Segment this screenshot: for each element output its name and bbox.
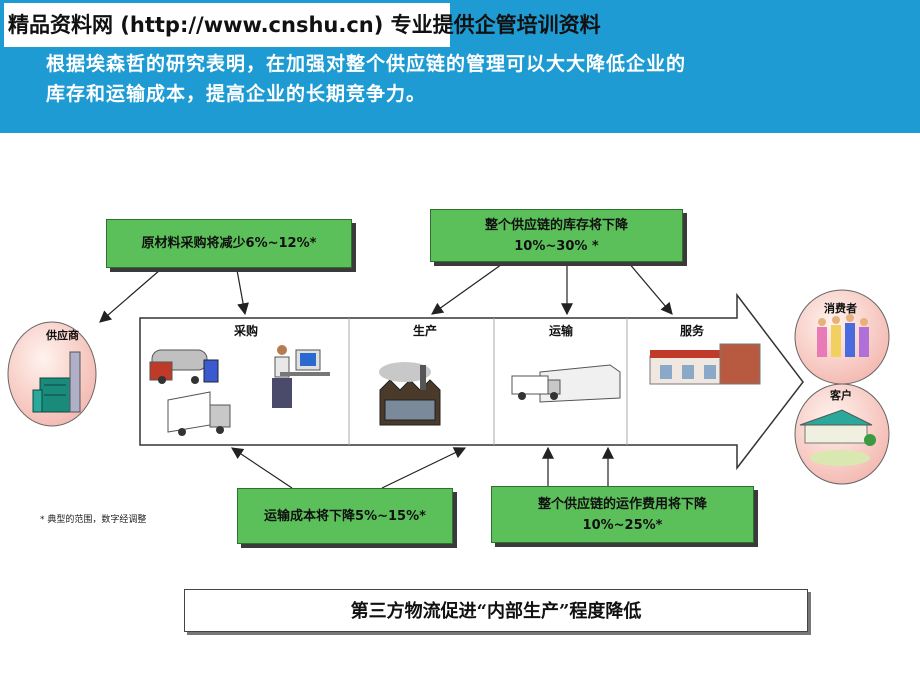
factory-icon — [32, 351, 81, 413]
intro-text: 根据埃森哲的研究表明，在加强对整个供应链的管理可以大大降低企业的 库存和运输成本… — [46, 49, 896, 109]
arrow-raw-to-purchasing — [236, 269, 249, 316]
raw-material-text: 原材料采购将减少6%~12%* — [141, 236, 317, 251]
tanker-truck-icon — [149, 349, 219, 384]
supplier-label: 供应商 — [46, 329, 79, 342]
transport-cost-box: 运输成本将下降5%~15%* — [237, 488, 453, 544]
shop-building-icon — [649, 343, 761, 385]
stage-purchasing: 采购 — [234, 324, 259, 338]
intro-line-1: 根据埃森哲的研究表明，在加强对整个供应链的管理可以大大降低企业的 — [46, 53, 687, 75]
store-icon — [799, 409, 876, 466]
conclusion-box: 第三方物流促进“内部生产”程度降低 — [184, 589, 808, 632]
arrow-inventory-to-production — [431, 261, 506, 315]
box-truck-icon — [167, 391, 231, 436]
warehouse-truck-icon — [511, 364, 621, 403]
arrow-inventory-to-service — [627, 261, 673, 315]
people-icon — [817, 314, 869, 357]
intro-line-2: 库存和运输成本，提高企业的长期竞争力。 — [46, 83, 427, 105]
stage-service: 服务 — [680, 324, 705, 338]
arrow-transport-to-purchasing — [231, 447, 293, 489]
stage-production: 生产 — [413, 324, 438, 338]
inventory-text-line-1: 整个供应链的库存将下降 — [484, 217, 628, 233]
operation-cost-box: 整个供应链的运作费用将下降 10%~25%* — [491, 486, 754, 543]
office-worker-icon — [272, 345, 330, 408]
arrow-transport-to-production — [381, 447, 467, 489]
footnote: * 典型的范围，数字经调整 — [40, 515, 147, 525]
inventory-text-line-2: 10%~30% * — [514, 238, 599, 254]
consumer-label: 消费者 — [824, 302, 857, 315]
operation-text-line-1: 整个供应链的运作费用将下降 — [537, 496, 707, 512]
raw-material-box: 原材料采购将减少6%~12%* — [106, 219, 352, 268]
operation-text-line-2: 10%~25%* — [582, 517, 663, 533]
plant-icon — [379, 362, 441, 426]
arrow-raw-to-supplier — [99, 269, 161, 323]
stage-transport: 运输 — [549, 324, 574, 338]
value-chain-arrow — [139, 292, 804, 471]
customer-label: 客户 — [830, 389, 852, 402]
inventory-box: 整个供应链的库存将下降 10%~30% * — [430, 209, 683, 262]
transport-cost-text: 运输成本将下降5%~15%* — [264, 508, 426, 524]
